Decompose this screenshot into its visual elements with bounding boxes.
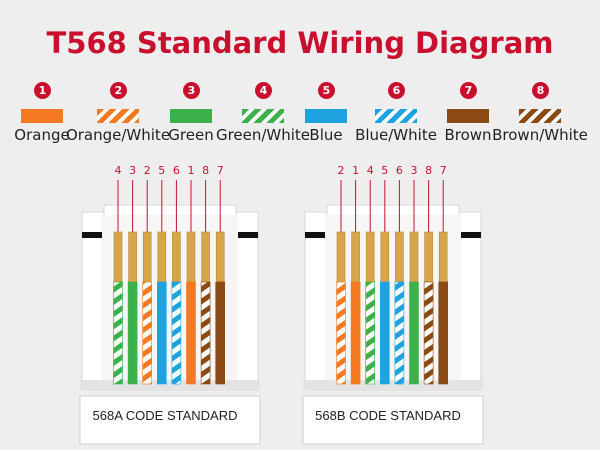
gold-contact (351, 231, 360, 283)
568b-standard-label: 568B CODE STANDARD (315, 408, 461, 423)
legend-color-swatch (447, 109, 489, 123)
legend-color-swatch (97, 109, 139, 123)
wire-green (127, 281, 138, 385)
connector-bottom-strip (80, 380, 260, 390)
standard-label-box (79, 395, 261, 445)
connector-channel (102, 215, 238, 385)
legend-color-swatch (375, 109, 417, 123)
gold-contact (113, 231, 123, 283)
legend-color-swatch (305, 109, 347, 123)
connector-clip-right (236, 232, 258, 238)
gold-contact (336, 231, 346, 283)
pin-number: 6 (173, 164, 180, 177)
standard-label-box (302, 395, 484, 445)
legend-number-badge: 4 (255, 82, 272, 99)
connector-bottom-strip (303, 380, 483, 390)
gold-contact (365, 231, 375, 283)
gold-contact (380, 231, 390, 283)
wire-brown-white (423, 281, 434, 385)
legend-label: Orange/White (65, 126, 171, 144)
gold-contact (438, 231, 448, 283)
wire-green-white (113, 281, 123, 385)
pin-number: 1 (188, 164, 195, 177)
gold-contact (201, 231, 210, 283)
wire-green-white (365, 281, 376, 385)
connector-clip-right (459, 232, 481, 238)
diagram-title: T568 Standard Wiring Diagram (46, 26, 554, 60)
legend-number-badge: 7 (460, 82, 477, 99)
pin-number: 1 (352, 164, 359, 177)
wire-blue-white (394, 281, 405, 385)
legend-color-swatch (519, 109, 561, 123)
pin-number: 3 (129, 164, 136, 177)
legend-color-swatch (21, 109, 63, 123)
wire-orange (350, 281, 361, 385)
wire-blue-white (171, 281, 182, 385)
gold-contact (186, 231, 196, 283)
legend-color-swatch (170, 109, 212, 123)
wire-green (409, 281, 419, 385)
legend-label: Orange (14, 126, 70, 144)
legend-color-swatch (242, 109, 284, 123)
pin-number: 6 (396, 164, 403, 177)
pin-number: 7 (440, 164, 447, 177)
pin-number: 8 (425, 164, 432, 177)
legend-label: Green/White (215, 126, 311, 144)
568a-standard-label: 568A CODE STANDARD (92, 408, 238, 423)
wire-blue (379, 281, 390, 385)
wire-blue (157, 281, 167, 385)
legend-label: Blue (309, 126, 343, 144)
pin-number: 4 (367, 164, 374, 177)
gold-contact (215, 231, 225, 283)
gold-contact (395, 231, 404, 283)
pin-number: 2 (338, 164, 345, 177)
connector-channel (325, 215, 461, 385)
wire-brown (215, 281, 225, 385)
legend-number-badge: 5 (318, 82, 335, 99)
gold-contact (424, 231, 433, 283)
gold-contact (142, 231, 152, 283)
legend-label: Brown (444, 126, 492, 144)
connector-clip-left (82, 232, 104, 238)
wire-orange-white (142, 281, 152, 385)
legend-label: Green (168, 126, 214, 144)
wire-brown-white (200, 281, 211, 385)
pin-number: 5 (381, 164, 388, 177)
legend-number-badge: 3 (183, 82, 200, 99)
connector-clip-left (305, 232, 327, 238)
legend-number-badge: 2 (110, 82, 127, 99)
gold-contact (172, 231, 181, 283)
gold-contact (128, 231, 137, 283)
gold-contact (409, 231, 419, 283)
pin-number: 5 (158, 164, 165, 177)
legend-label: Brown/White (492, 126, 588, 144)
wire-orange-white (336, 281, 346, 385)
pin-number: 2 (144, 164, 151, 177)
pin-number: 3 (411, 164, 418, 177)
legend-number-badge: 8 (532, 82, 549, 99)
wire-orange (186, 281, 196, 385)
pin-number: 8 (202, 164, 209, 177)
legend-number-badge: 6 (388, 82, 405, 99)
legend-label: Blue/White (355, 126, 437, 144)
legend-number-badge: 1 (34, 82, 51, 99)
pin-number: 7 (217, 164, 224, 177)
wire-brown (438, 281, 449, 385)
gold-contact (157, 231, 167, 283)
pin-number: 4 (115, 164, 122, 177)
